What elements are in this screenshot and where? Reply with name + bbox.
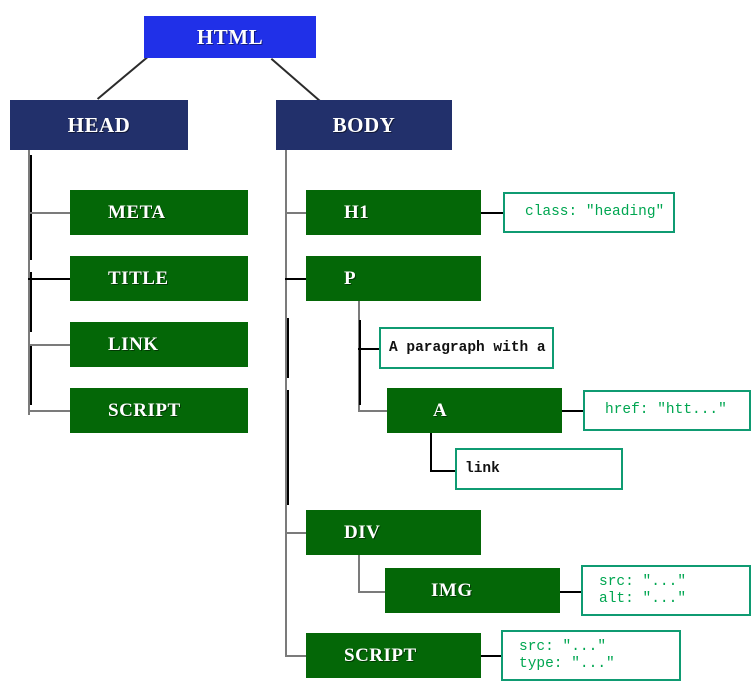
connector-head-to-meta — [28, 212, 72, 214]
node-head-script[interactable]: SCRIPT — [70, 388, 248, 433]
connector-html-to-body — [270, 58, 322, 103]
connector-body-to-script — [285, 655, 307, 657]
connector-body-to-h1 — [285, 212, 307, 214]
node-html[interactable]: HTML — [144, 16, 316, 58]
node-head[interactable]: HEAD — [10, 100, 188, 150]
attr-script-src: src: "..." — [519, 638, 607, 655]
connector-h1-to-class-attr — [480, 212, 504, 214]
text-node-link: link — [465, 460, 500, 477]
attr-box-h1-class[interactable]: class: "heading" — [503, 192, 675, 233]
body-spine-dash-2 — [287, 390, 289, 505]
node-img[interactable]: IMG — [385, 568, 560, 613]
p-spine-dash — [359, 320, 361, 405]
connector-a-to-href-attr — [560, 410, 584, 412]
node-head-label: HEAD — [67, 112, 131, 137]
attr-img-src: src: "..." — [599, 573, 687, 590]
attr-a-href: href: "htt..." — [605, 402, 727, 418]
connector-body-to-div — [285, 532, 307, 534]
connector-head-to-title — [28, 278, 72, 280]
node-html-label: HTML — [196, 24, 264, 49]
node-body-label: BODY — [332, 112, 396, 137]
node-body-script-label: SCRIPT — [344, 644, 417, 666]
node-link[interactable]: LINK — [70, 322, 248, 367]
connector-p-to-text — [358, 348, 380, 350]
head-spine-dash-3 — [30, 345, 32, 405]
node-body-script[interactable]: SCRIPT — [306, 633, 481, 678]
node-title-label: TITLE — [108, 267, 169, 289]
node-p[interactable]: P — [306, 256, 481, 301]
node-h1[interactable]: H1 — [306, 190, 481, 235]
node-link-label: LINK — [108, 333, 159, 355]
text-box-paragraph[interactable]: A paragraph with a — [379, 327, 554, 369]
node-div-label: DIV — [344, 521, 381, 543]
body-spine — [285, 150, 287, 656]
connector-p-to-a — [358, 410, 388, 412]
connector-div-to-img — [358, 591, 388, 593]
attr-box-a-href[interactable]: href: "htt..." — [583, 390, 751, 431]
head-spine — [28, 150, 30, 415]
attr-box-script[interactable]: src: "..." type: "..." — [501, 630, 681, 681]
node-meta-label: META — [108, 201, 166, 223]
node-a[interactable]: A — [387, 388, 562, 433]
head-spine-dash-2 — [30, 272, 32, 332]
connector-body-to-p — [285, 278, 307, 280]
body-spine-dash-1 — [287, 318, 289, 378]
node-meta[interactable]: META — [70, 190, 248, 235]
text-box-link[interactable]: link — [455, 448, 623, 490]
head-spine-dash-1 — [30, 155, 32, 260]
connector-head-to-script — [28, 410, 72, 412]
node-head-script-label: SCRIPT — [108, 399, 181, 421]
connector-img-to-attrs — [558, 591, 582, 593]
connector-html-to-head — [96, 56, 148, 100]
node-body[interactable]: BODY — [276, 100, 452, 150]
connector-head-to-link — [28, 344, 72, 346]
connector-a-to-link-text — [430, 470, 456, 472]
div-spine — [358, 555, 360, 592]
node-a-label: A — [433, 399, 448, 421]
node-img-label: IMG — [431, 579, 473, 601]
text-node-paragraph: A paragraph with a — [389, 339, 546, 356]
attr-script-type: type: "..." — [519, 655, 615, 672]
node-div[interactable]: DIV — [306, 510, 481, 555]
attr-img-alt: alt: "..." — [599, 590, 687, 607]
connector-script-to-attrs — [480, 655, 502, 657]
node-title[interactable]: TITLE — [70, 256, 248, 301]
node-h1-label: H1 — [344, 201, 370, 223]
attr-box-img[interactable]: src: "..." alt: "..." — [581, 565, 751, 616]
a-spine — [430, 432, 432, 472]
node-p-label: P — [344, 267, 357, 289]
attr-h1-class: class: "heading" — [525, 204, 665, 220]
